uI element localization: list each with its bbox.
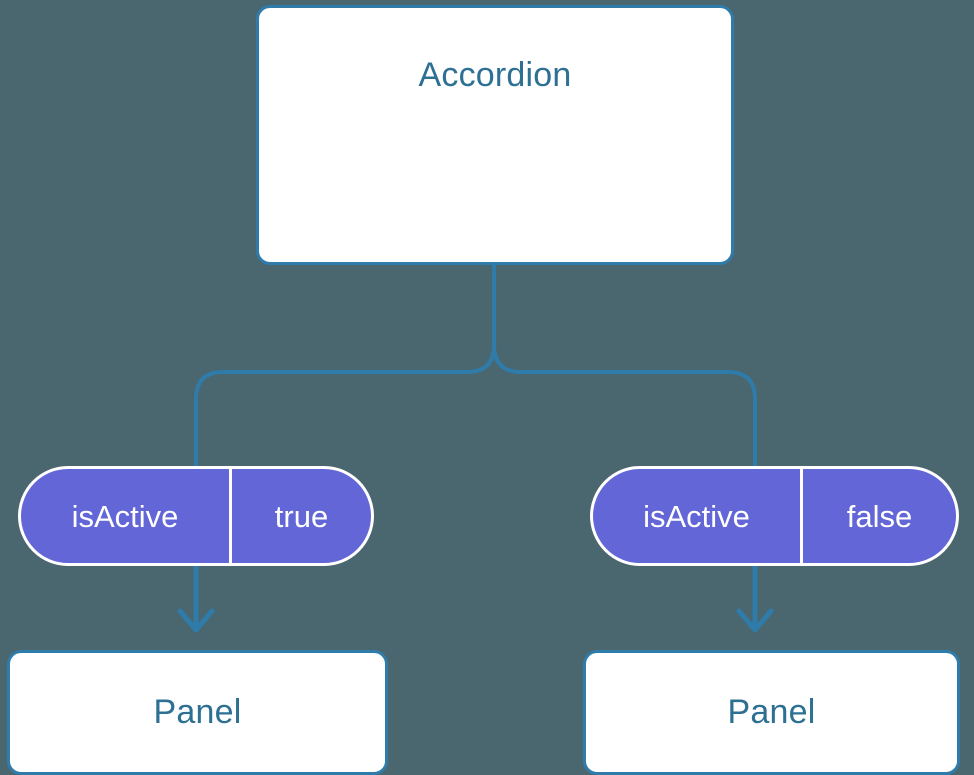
prop-pill-value: false [846, 498, 913, 534]
prop-pill-key: isActive [21, 469, 232, 563]
arrow-right [736, 566, 774, 633]
panel-component-card-left[interactable]: Panel [7, 650, 388, 775]
accordion-component-card[interactable]: Accordion [256, 5, 734, 265]
panel-title: Panel [727, 693, 816, 731]
arrow-left [177, 566, 215, 633]
connector-left-branch [194, 263, 496, 468]
prop-pill-value: true [274, 498, 329, 534]
prop-pill-is-active-true[interactable]: isActive true [18, 466, 374, 566]
panel-component-card-right[interactable]: Panel [583, 650, 960, 775]
panel-title: Panel [153, 693, 242, 731]
connector-right-branch [492, 263, 757, 468]
prop-pill-is-active-false[interactable]: isActive false [590, 466, 959, 566]
prop-pill-key: isActive [593, 469, 803, 563]
accordion-title: Accordion [418, 56, 572, 94]
